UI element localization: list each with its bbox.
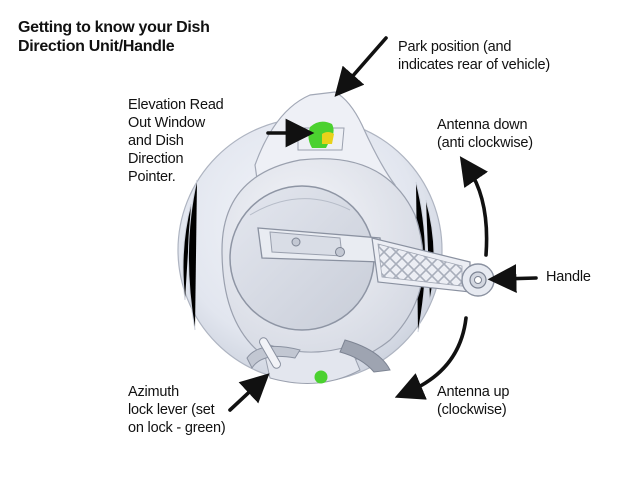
label-handle: Handle — [546, 269, 591, 285]
handle-arrow — [487, 264, 538, 293]
azimuth-lock-lever[interactable] — [258, 336, 282, 369]
label-antenna-up: Antenna up (clockwise) — [437, 384, 510, 418]
azimuth-arrow — [228, 373, 270, 412]
antenna-down-arrow — [459, 156, 489, 257]
park-arrow — [334, 36, 388, 97]
label-park-position: Park position (and indicates rear of veh… — [398, 39, 550, 73]
label-azimuth-lock: Azimuth lock lever (set on lock - green) — [128, 384, 226, 436]
label-antenna-down: Antenna down (anti clockwise) — [437, 117, 533, 151]
label-elevation-window: Elevation Read Out Window and Dish Direc… — [128, 97, 224, 185]
handle-knob[interactable] — [461, 263, 495, 297]
lock-indicator-icon — [314, 370, 328, 384]
antenna-up-arrow — [394, 316, 468, 400]
callout-arrows — [228, 36, 538, 412]
title-line-1: Getting to know your Dish — [18, 19, 210, 36]
azimuth-lock-area — [246, 336, 391, 384]
title-line-2: Direction Unit/Handle — [18, 38, 175, 55]
diagram-title: Getting to know your Dish Direction Unit… — [18, 18, 210, 56]
